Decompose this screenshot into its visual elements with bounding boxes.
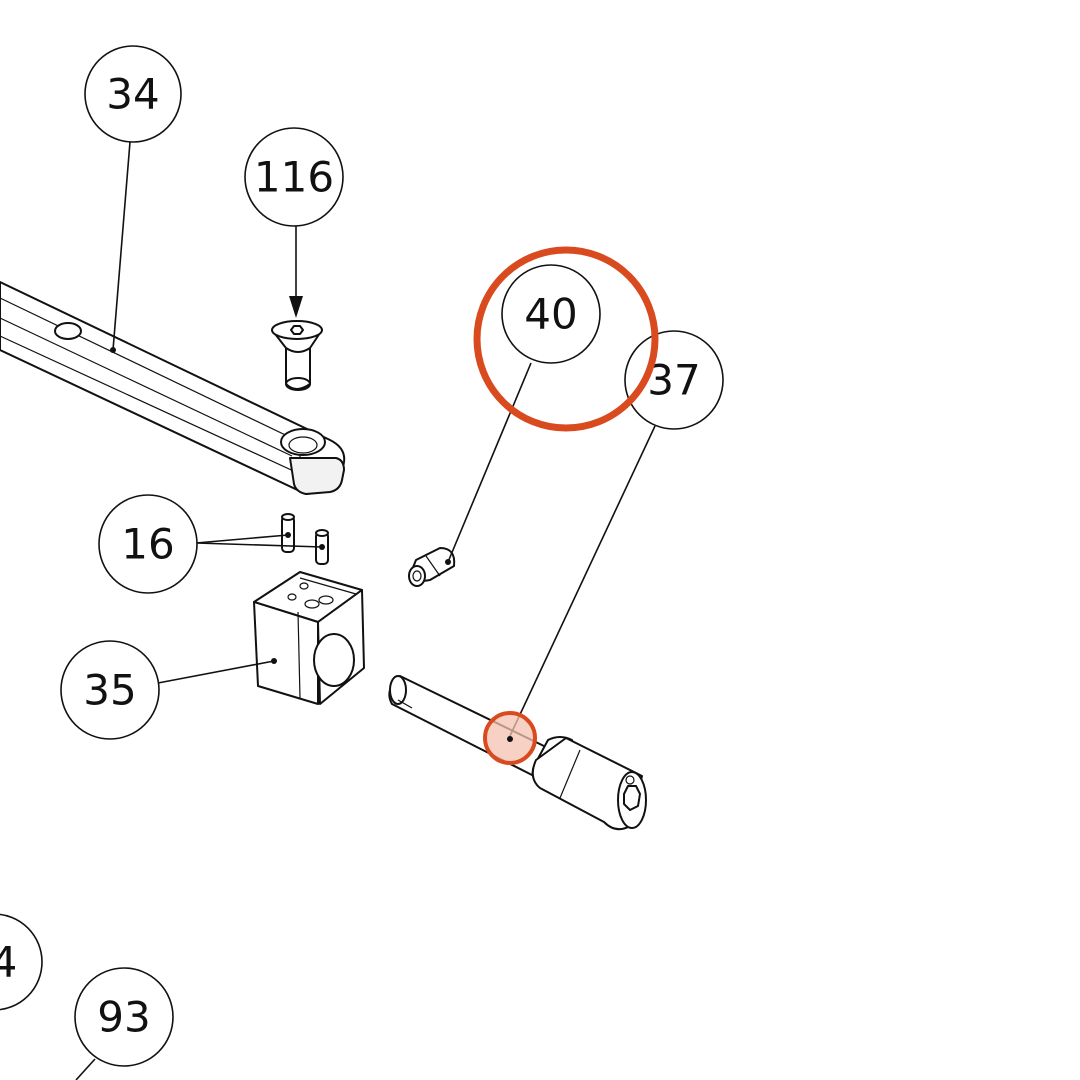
leader-37: [508, 425, 656, 739]
leader-34: [112, 141, 131, 351]
balloon-37-label: 37: [647, 356, 700, 405]
balloon-4-label: 4: [0, 938, 17, 987]
balloon-37[interactable]: 37: [624, 330, 724, 430]
balloon-93[interactable]: 93: [74, 967, 174, 1067]
balloon-40[interactable]: 40: [501, 264, 601, 364]
balloon-34[interactable]: 34: [84, 45, 182, 143]
block-part-35: [253, 571, 365, 705]
balloon-40-label: 40: [524, 290, 577, 339]
balloon-35-label: 35: [83, 666, 136, 715]
balloon-93-label: 93: [97, 993, 150, 1042]
balloon-116[interactable]: 116: [244, 127, 344, 227]
bushing-part-40: [408, 547, 456, 587]
balloon-116-label: 116: [254, 153, 334, 202]
leader-35: [157, 660, 275, 684]
leader-93: [75, 1058, 96, 1080]
balloon-16-label: 16: [121, 520, 174, 569]
highlight-ring-balloon-40: [473, 246, 659, 432]
balloon-4-partial[interactable]: 4: [0, 913, 43, 1011]
screw-part-116: [271, 320, 323, 391]
rail-part-34: [0, 281, 346, 495]
leader-16a: [195, 534, 289, 544]
dowel-pins-part-16: [281, 513, 329, 565]
leader-37-endpoint-dot: [507, 736, 513, 742]
balloon-16[interactable]: 16: [98, 494, 198, 594]
balloon-35[interactable]: 35: [60, 640, 160, 740]
arrowhead-116: [289, 296, 303, 318]
leader-16b: [195, 542, 323, 548]
leader-lines: [75, 141, 656, 1080]
balloon-34-label: 34: [106, 70, 159, 119]
leader-40: [447, 362, 532, 563]
